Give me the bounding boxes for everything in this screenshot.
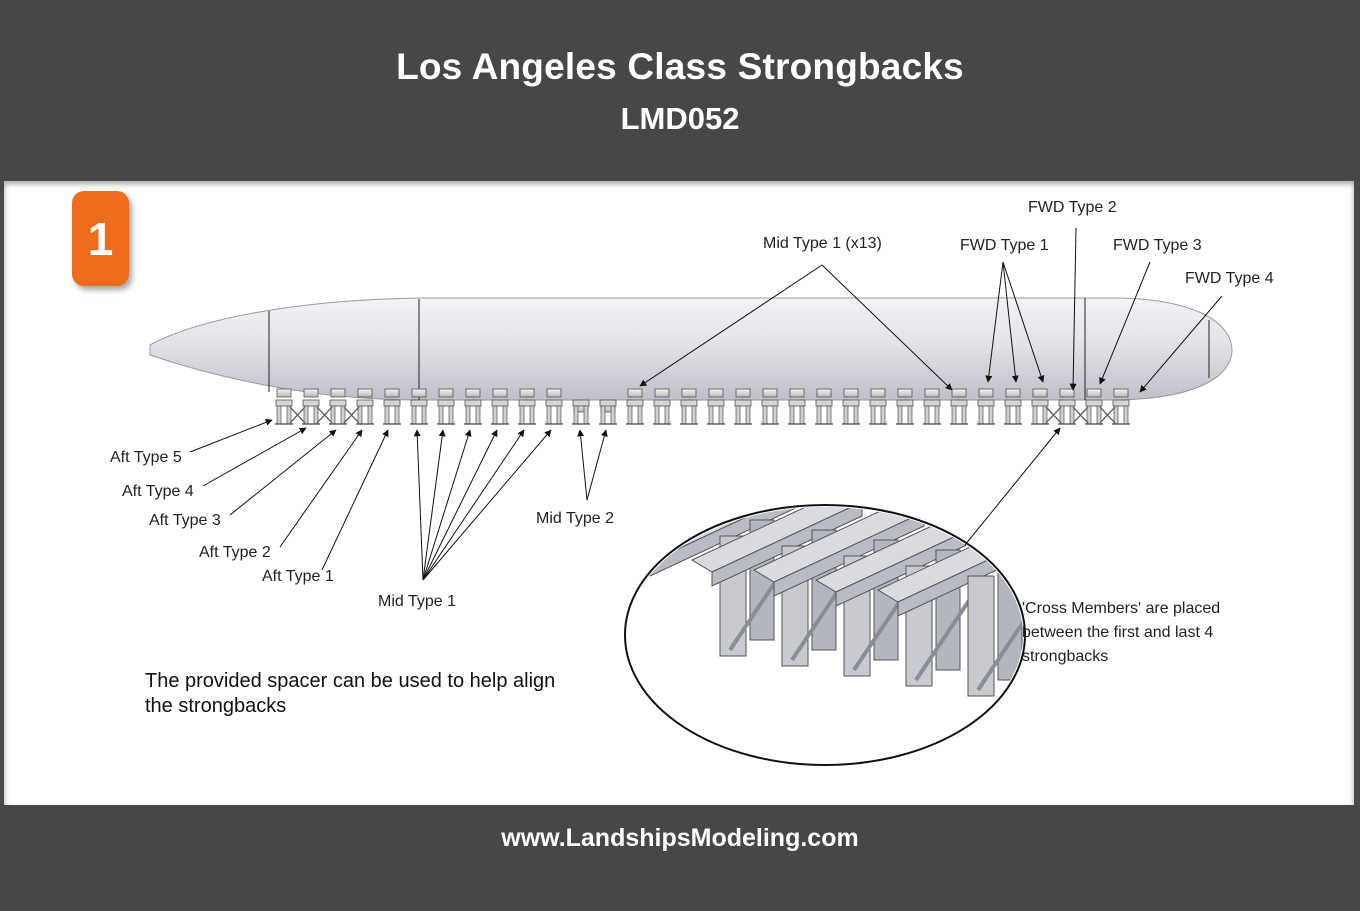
strongback-stand: [518, 388, 536, 425]
page-title: Los Angeles Class Strongbacks: [396, 46, 964, 87]
strongback-stand: [734, 388, 752, 425]
strongback-stand: [707, 388, 725, 425]
cross-member: [289, 406, 306, 424]
strongback-stand: [275, 388, 293, 425]
cross-member: [1045, 406, 1062, 424]
cross-member-detail-view: [624, 504, 1026, 766]
strongback-stand: [788, 388, 806, 425]
cross-member: [343, 406, 360, 424]
strongback-stand: [977, 388, 995, 425]
label-aft-type-1: Aft Type 1: [262, 568, 334, 585]
strongback-stand: [869, 388, 887, 425]
label-aft-type-3: Aft Type 3: [149, 512, 221, 529]
strongback-stand: [1112, 388, 1130, 425]
strongback-stand: [545, 388, 563, 425]
cross-member: [1072, 406, 1089, 424]
cross-member: [1099, 406, 1116, 424]
label-mid-type-1: Mid Type 1: [378, 593, 456, 610]
label-aft-type-4: Aft Type 4: [122, 483, 194, 500]
strongback-row: [275, 388, 1130, 425]
label-mid-type-1-x13: Mid Type 1 (x13): [763, 235, 882, 252]
strongback-stand: [329, 388, 347, 425]
strongback-stand: [572, 399, 590, 425]
website-url: www.LandshipsModeling.com: [501, 824, 859, 852]
strongback-stand: [842, 388, 860, 425]
strongback-stand: [1031, 388, 1049, 425]
strongback-stand: [680, 388, 698, 425]
spacer-note: The provided spacer can be used to help …: [145, 670, 556, 717]
strongback-stand: [1058, 388, 1076, 425]
submarine-hull: [149, 297, 1233, 401]
strongback-stand: [815, 388, 833, 425]
strongback-stand: [410, 388, 428, 425]
strongback-stand: [599, 399, 617, 425]
cross-member: [316, 406, 333, 424]
strongback-stand: [653, 388, 671, 425]
label-aft-type-2: Aft Type 2: [199, 544, 271, 561]
strongback-stand: [1004, 388, 1022, 425]
strongback-stand: [383, 388, 401, 425]
header-bar: Los Angeles Class Strongbacks LMD052: [0, 0, 1360, 180]
label-fwd-type-4: FWD Type 4: [1185, 270, 1274, 287]
strongback-stand: [356, 388, 374, 425]
strongback-stand: [464, 388, 482, 425]
label-fwd-type-2: FWD Type 2: [1028, 199, 1117, 216]
strongback-stand: [923, 388, 941, 425]
strongback-stand: [761, 388, 779, 425]
strongback-stand: [491, 388, 509, 425]
cross-members-note: 'Cross Members' are placed between the f…: [1022, 600, 1221, 665]
strongback-stand: [1085, 388, 1103, 425]
strongback-stand: [302, 388, 320, 425]
detail-leader-line: [964, 427, 1061, 546]
label-fwd-type-3: FWD Type 3: [1113, 237, 1202, 254]
label-aft-type-5: Aft Type 5: [110, 449, 182, 466]
strongback-stand: [437, 388, 455, 425]
strongback-stand: [896, 388, 914, 425]
label-fwd-type-1: FWD Type 1: [960, 237, 1049, 254]
page-subtitle: LMD052: [620, 101, 740, 136]
strongback-stand: [626, 388, 644, 425]
strongback-stand: [950, 388, 968, 425]
step-number-badge: 1: [72, 191, 129, 286]
label-mid-type-2: Mid Type 2: [536, 510, 614, 527]
footer-bar: [0, 806, 1360, 911]
leader-arrows: [189, 227, 1223, 581]
